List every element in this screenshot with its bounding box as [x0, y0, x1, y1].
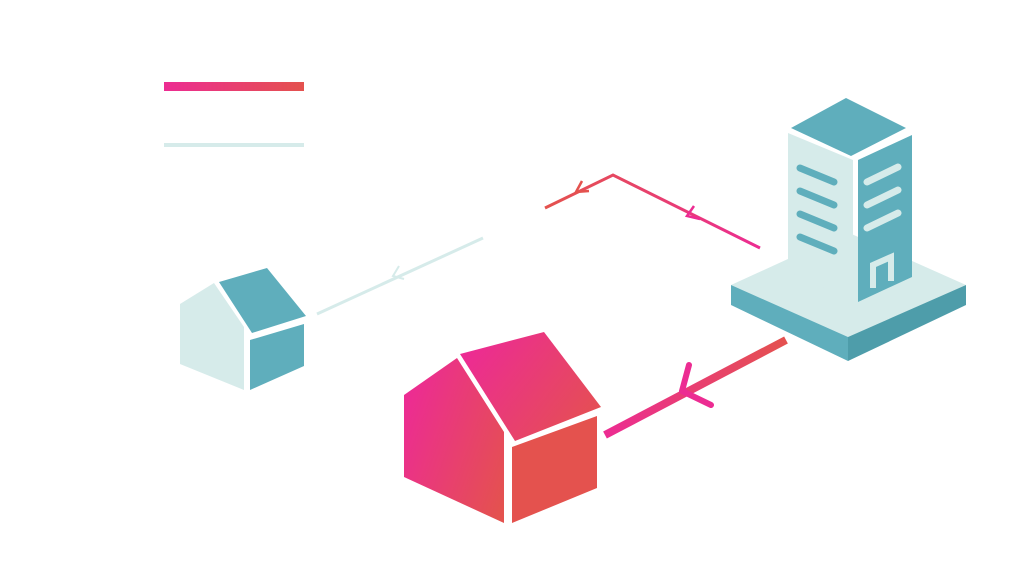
large-house-side [512, 416, 597, 523]
tower-side-windows [863, 163, 902, 232]
large-house-front [404, 358, 504, 523]
arrow-icon [684, 205, 701, 221]
small-house-roof [219, 268, 306, 333]
large-house-roof [460, 332, 601, 441]
legend [164, 82, 304, 147]
tower-front-windows [796, 164, 838, 255]
arrow-icon [391, 265, 405, 280]
connection-upper-route [544, 173, 761, 250]
small-house [180, 268, 306, 390]
tower-platform-right-edge [848, 285, 966, 361]
tower-roof [791, 98, 906, 156]
light-route-line [316, 236, 484, 316]
tower-front [788, 133, 853, 300]
small-house-side [250, 324, 304, 390]
tower-platform-left-edge [731, 285, 848, 361]
small-house-front [180, 283, 244, 390]
legend-light-line [164, 143, 304, 147]
arrow-icon [679, 362, 714, 408]
upper-route-line [544, 173, 761, 250]
connection-light-route [316, 236, 484, 316]
large-house [404, 332, 601, 523]
connection-direct-route [603, 336, 788, 439]
office-tower [731, 98, 966, 361]
direct-route-line [603, 336, 788, 439]
legend-gradient-line [164, 82, 304, 91]
arrow-icon [573, 180, 590, 194]
tower-door [870, 252, 894, 288]
